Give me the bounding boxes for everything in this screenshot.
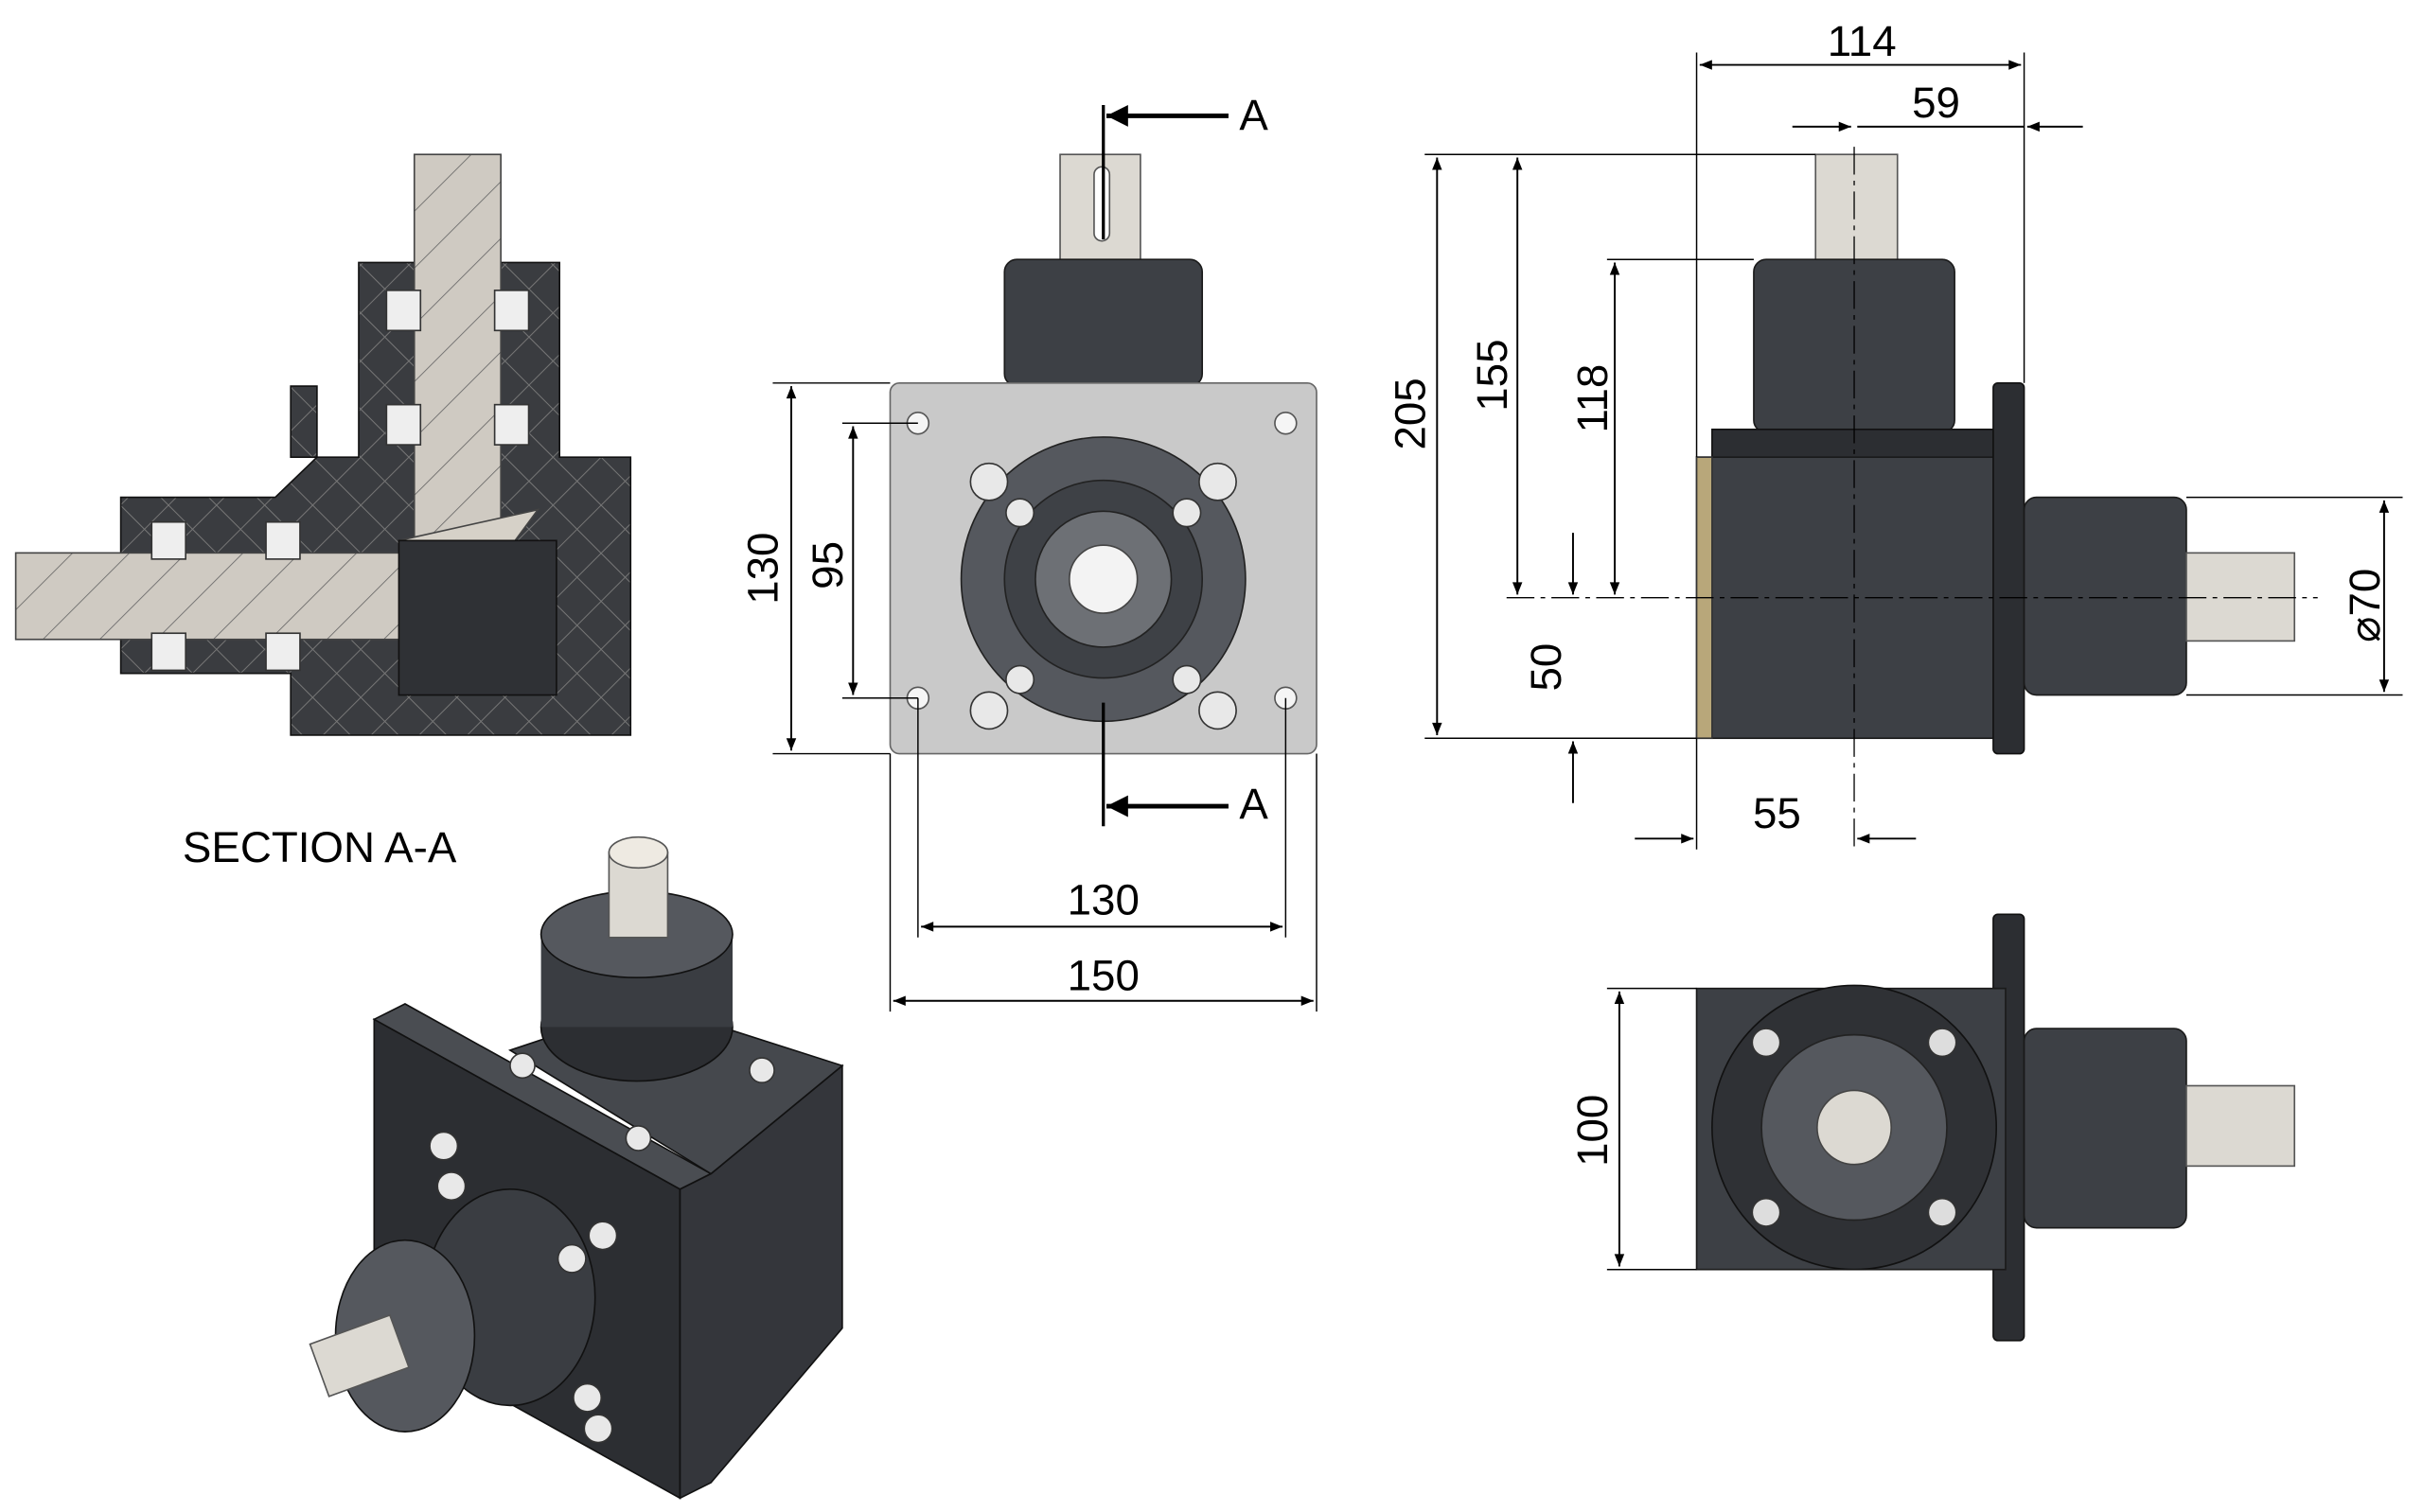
dim-114: 114 <box>1828 17 1897 65</box>
dim-155: 155 <box>1468 340 1516 412</box>
isometric-view <box>309 835 844 1500</box>
side-output-shaft <box>2185 552 2296 642</box>
front-dimensions <box>772 382 1318 1012</box>
section-marker-bottom: A <box>1239 780 1268 828</box>
bottom-shaft-end <box>1816 1089 1893 1166</box>
section-cut-line <box>1102 104 1229 827</box>
dim-diameter-70: ⌀70 <box>2341 569 2389 642</box>
section-horizontal-shaft <box>14 552 403 641</box>
bottom-output-shaft <box>2185 1084 2296 1168</box>
side-top-shaft <box>1814 153 1899 264</box>
front-top-cylinder <box>1003 258 1204 387</box>
dim-118: 118 <box>1568 364 1617 433</box>
section-view <box>14 153 632 736</box>
dim-95-height: 95 <box>804 541 852 589</box>
side-view <box>1506 147 2318 847</box>
section-vertical-shaft <box>413 153 502 557</box>
front-view <box>889 153 1318 755</box>
iso-screws <box>429 1052 775 1444</box>
side-dimensions <box>1424 52 2403 850</box>
bottom-dimensions <box>1606 987 1697 1271</box>
section-bearings <box>150 290 530 672</box>
dim-55: 55 <box>1753 789 1801 837</box>
bottom-screws <box>1751 1028 1957 1227</box>
dim-100: 100 <box>1568 1095 1617 1167</box>
front-bore <box>1069 544 1139 614</box>
side-top-flange <box>1711 428 1994 462</box>
dim-130-width: 130 <box>1068 875 1140 923</box>
side-mounting-plate <box>1992 381 2025 755</box>
section-output-gear <box>398 539 557 696</box>
side-output-cylinder <box>2023 496 2187 696</box>
dim-150-width: 150 <box>1068 951 1140 999</box>
dim-130-height: 130 <box>738 533 787 605</box>
section-marker-top: A <box>1239 91 1268 139</box>
bottom-view <box>1695 913 2296 1342</box>
dim-59: 59 <box>1912 79 1960 127</box>
dim-205: 205 <box>1386 378 1434 449</box>
front-screws <box>969 462 1237 730</box>
bottom-output-cylinder <box>2023 1028 2187 1229</box>
section-label: SECTION A-A <box>183 823 457 871</box>
iso-output-shaft <box>309 1313 411 1398</box>
dim-50: 50 <box>1522 643 1570 692</box>
iso-top-shaft-end <box>608 835 669 870</box>
